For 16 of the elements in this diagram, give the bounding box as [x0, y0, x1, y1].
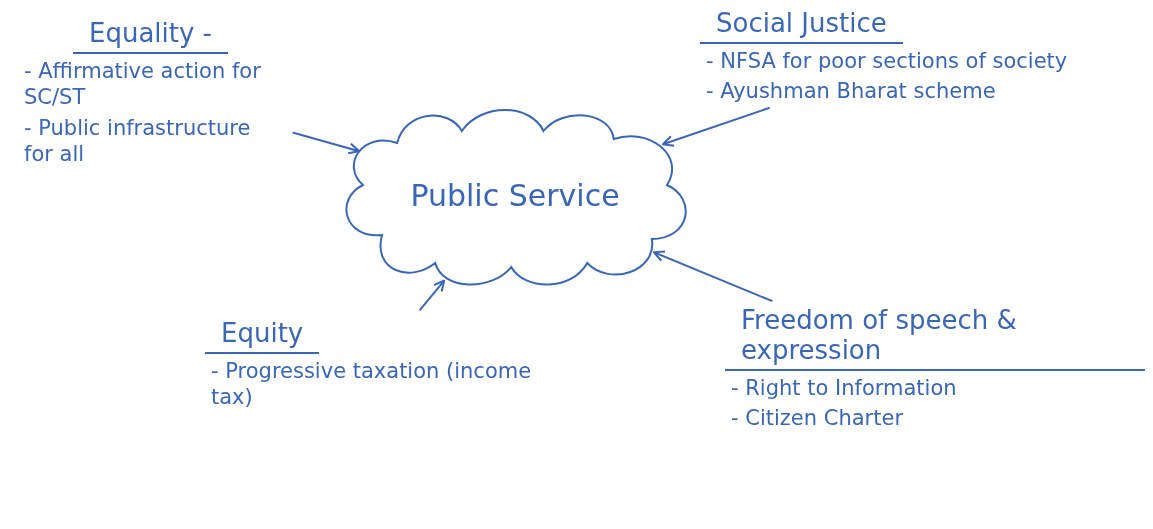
arrow [652, 250, 774, 303]
underlined-heading: Equality - [73, 18, 228, 54]
bullet-text: - Ayushman Bharat scheme [705, 78, 997, 105]
cloud-label: Public Service [410, 177, 620, 213]
arrow [662, 106, 771, 147]
underlined-heading: Freedom of speech & expression [725, 305, 1145, 371]
bullet-text: - Affirmative action for SC/ST [23, 58, 262, 111]
bullet-text: - NFSA for poor sections of society [705, 48, 1069, 75]
bullet-text: - Progressive taxation (income tax) [210, 358, 533, 411]
bullet-text: - Public infrastructure for all [23, 114, 252, 167]
underlined-heading: Equity [205, 318, 320, 354]
bullet-text: - Right to Information [730, 375, 958, 402]
arrow [291, 131, 361, 155]
arrow [418, 279, 446, 312]
underlined-heading: Social Justice [700, 8, 903, 44]
bullet-text: - Citizen Charter [730, 405, 904, 432]
